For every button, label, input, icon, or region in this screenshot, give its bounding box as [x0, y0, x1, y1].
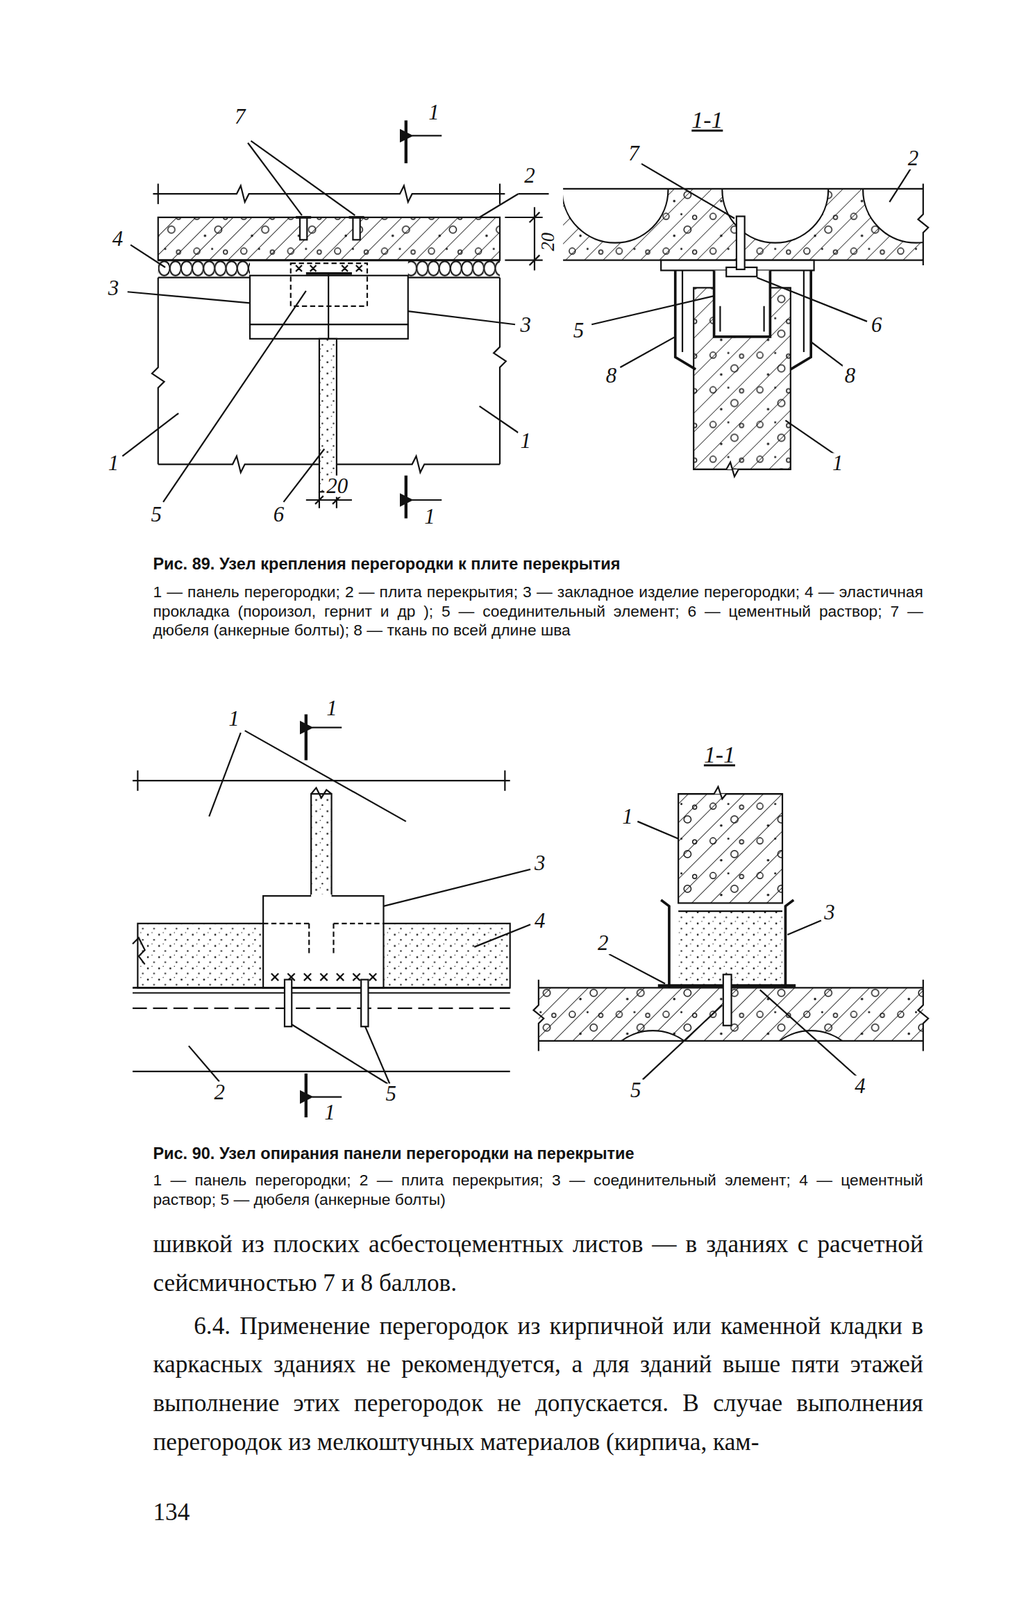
callout-number: 1	[226, 708, 241, 730]
section-mark: 1	[322, 1101, 337, 1124]
callout-number: 8	[603, 365, 619, 387]
section-mark: 1	[422, 506, 437, 528]
callout-number: 3	[821, 901, 837, 924]
callout-number: 2	[522, 165, 537, 187]
section-mark: 1	[426, 102, 441, 124]
callout-number: 4	[532, 910, 548, 932]
dimension: 20	[324, 475, 350, 498]
figure-legend: 1 — панель перегородки; 2 — плита перекр…	[152, 581, 923, 641]
callout-number: 7	[232, 106, 248, 128]
figure-caption: Рис. 90. Узел опирания панели перегородк…	[152, 1145, 923, 1163]
callout-number: 2	[595, 932, 611, 954]
callout-number: 1	[106, 452, 121, 475]
figure-legend: 1 — панель перегородки; 2 — плита перекр…	[152, 1169, 923, 1209]
callout-number: 4	[110, 228, 125, 250]
section-mark: 1	[324, 697, 339, 720]
callout-number: 5	[628, 1079, 643, 1101]
callout-number: 5	[149, 503, 164, 526]
callout-number: 5	[571, 320, 586, 342]
callout-number: 1	[830, 452, 845, 475]
callout-number: 8	[842, 365, 858, 387]
callout-number: 6	[271, 503, 287, 526]
section-title: 1-1	[703, 742, 736, 767]
callout-number: 5	[383, 1083, 398, 1106]
callout-number: 3	[532, 852, 548, 874]
callout-number: 4	[852, 1075, 868, 1097]
callout-number: 3	[106, 277, 121, 300]
callout-number: 2	[212, 1081, 228, 1104]
page-number: 134	[152, 1499, 190, 1524]
body-text: 6.4. Применение перегородок из кирпичной…	[152, 1305, 923, 1461]
body-text: шивкой из плоских асбестоцементных листо…	[152, 1223, 923, 1302]
callout-number: 2	[905, 147, 921, 170]
callout-number: 1	[517, 430, 533, 452]
dimension: 20	[538, 232, 557, 251]
callout-number: 6	[869, 314, 884, 336]
figure-caption: Рис. 89. Узел крепления перегородки к пл…	[152, 556, 923, 573]
callout-number: 3	[517, 314, 533, 336]
section-title: 1-1	[691, 108, 723, 132]
callout-number: 1	[619, 805, 635, 828]
callout-number: 7	[626, 143, 641, 165]
